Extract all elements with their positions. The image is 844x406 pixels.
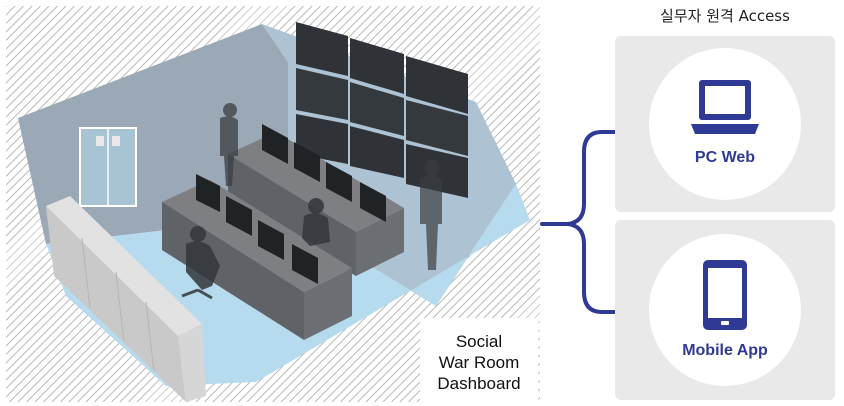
pc-web-label: PC Web <box>649 149 801 167</box>
caption-line-1: Social <box>456 331 502 352</box>
pc-web-circle: PC Web <box>649 48 801 200</box>
caption-line-2: War Room <box>439 352 520 373</box>
access-title: 실무자 원격 Access <box>612 5 838 26</box>
caption-line-3: Dashboard <box>437 373 520 394</box>
connector-brace <box>538 120 618 320</box>
door <box>80 128 136 206</box>
pc-web-card: PC Web <box>615 36 835 212</box>
tablet-icon <box>703 260 747 330</box>
mobile-app-card: Mobile App <box>615 220 835 400</box>
mobile-app-label: Mobile App <box>649 342 801 360</box>
war-room-illustration-panel: Social War Room Dashboard <box>6 6 540 402</box>
mobile-app-circle: Mobile App <box>649 234 801 386</box>
room-caption: Social War Room Dashboard <box>420 318 538 406</box>
laptop-icon <box>691 78 759 138</box>
